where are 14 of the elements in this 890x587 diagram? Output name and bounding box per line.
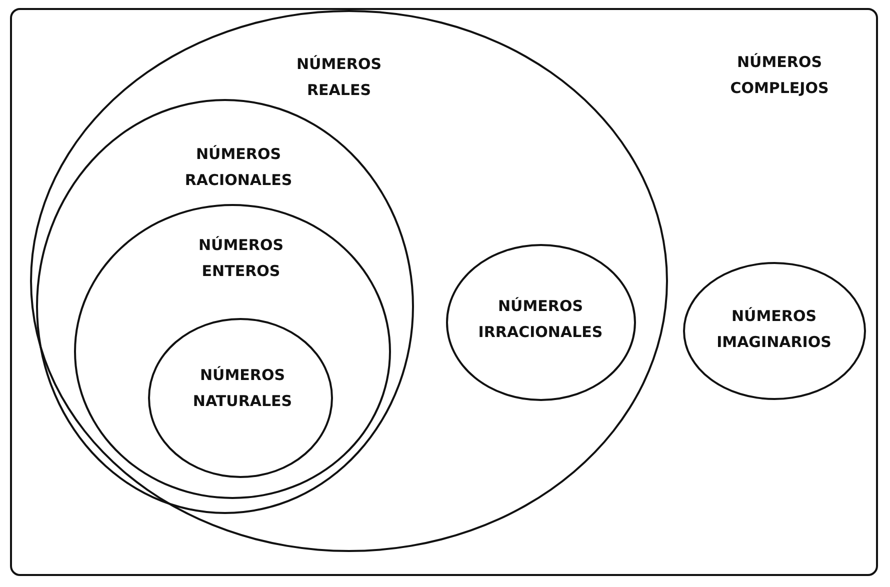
set-label: NÚMEROS NATURALES (192, 364, 294, 412)
set-label: NÚMEROS ENTEROS (197, 234, 284, 282)
set-rectangle (10, 8, 878, 576)
set-ellipse (148, 318, 333, 478)
set-label: NÚMEROS RACIONALES (184, 143, 294, 190)
set-label: NÚMEROS IMAGINARIOS (716, 306, 832, 353)
set-label: NÚMEROS IRRACIONALES (477, 295, 604, 342)
set-ellipse (74, 204, 390, 498)
set-label: NÚMEROS REALES (295, 54, 382, 101)
set-ellipse (682, 262, 866, 400)
set-label: NÚMEROS COMPLEJOS (729, 51, 830, 98)
set-ellipse (30, 10, 668, 552)
set-ellipse (36, 99, 414, 514)
set-ellipse (446, 244, 636, 401)
